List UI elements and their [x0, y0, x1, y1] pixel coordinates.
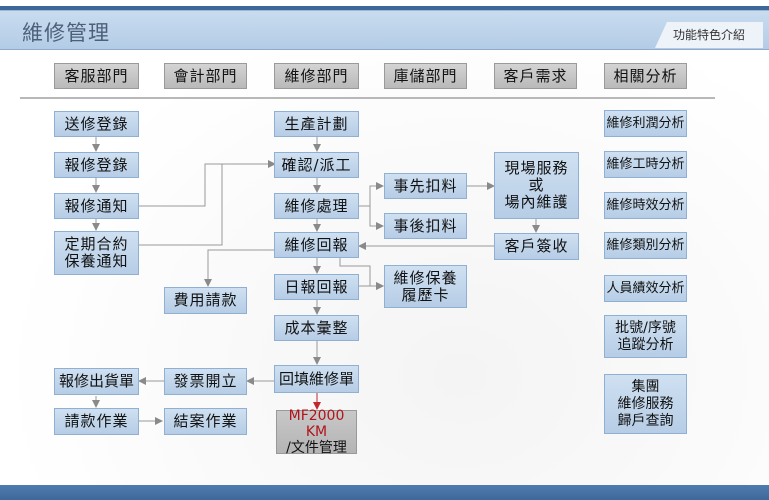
batch-line1: 批號/序號: [615, 319, 676, 336]
node-onsite-service[interactable]: 現場服務 或 場內維護: [494, 152, 579, 219]
arrow-report-to-expense: [204, 249, 275, 287]
bottom-bar: [0, 485, 769, 500]
batch-line2: 追蹤分析: [617, 336, 674, 353]
arrow-process-to-pre-deduct: [357, 182, 384, 207]
contract-notice-line1: 定期合約: [64, 235, 129, 253]
dept-maintenance[interactable]: 維修部門: [274, 63, 359, 89]
analysis-repair-timeliness[interactable]: 維修時效分析: [604, 192, 687, 219]
dept-customer-service[interactable]: 客服部門: [54, 63, 139, 89]
line-contract-to-dispatch: [137, 164, 223, 246]
header-divider: [20, 97, 715, 99]
arrow-notice-to-dispatch: [137, 160, 276, 207]
onsite-line3: 場內維護: [504, 193, 569, 211]
node-pre-deduct[interactable]: 事先扣料: [384, 173, 467, 199]
node-customer-sign[interactable]: 客戶簽收: [494, 233, 579, 260]
node-daily-report[interactable]: 日報回報: [274, 274, 359, 300]
title-bar: 維修管理 功能特色介紹: [0, 10, 769, 50]
dept-customer-needs[interactable]: 客戶需求: [494, 63, 577, 89]
analysis-group-service[interactable]: 集團 維修服務 歸戶查詢: [604, 374, 687, 434]
group-line1: 集團: [631, 378, 660, 395]
page-title: 維修管理: [22, 21, 110, 45]
analysis-repair-hours[interactable]: 維修工時分析: [604, 151, 687, 178]
node-km-document[interactable]: MF2000 KM /文件管理: [276, 408, 357, 456]
node-closing[interactable]: 結案作業: [164, 408, 247, 435]
analysis-repair-category[interactable]: 維修類別分析: [604, 232, 687, 259]
node-post-deduct[interactable]: 事後扣料: [384, 213, 467, 239]
km-line2: /文件管理: [286, 440, 347, 456]
top-accent-line: [0, 6, 769, 10]
dept-analysis[interactable]: 相關分析: [604, 63, 687, 89]
node-report-notice[interactable]: 報修通知: [54, 193, 139, 219]
analysis-batch-tracking[interactable]: 批號/序號 追蹤分析: [604, 315, 687, 358]
feature-intro-tab[interactable]: 功能特色介紹: [655, 22, 763, 48]
node-billing[interactable]: 請款作業: [54, 408, 139, 435]
node-expense-claim[interactable]: 費用請款: [164, 287, 247, 314]
history-line1: 維修保養: [393, 268, 458, 287]
onsite-line2: 或: [528, 176, 545, 194]
dept-accounting[interactable]: 會計部門: [164, 63, 247, 89]
node-cost-summary[interactable]: 成本彙整: [274, 315, 359, 341]
history-line2: 履歷卡: [401, 285, 450, 304]
dept-warehouse[interactable]: 庫儲部門: [384, 63, 467, 89]
onsite-line1: 現場服務: [504, 159, 569, 177]
node-production-plan[interactable]: 生產計劃: [274, 111, 359, 137]
node-report-register[interactable]: 報修登錄: [54, 152, 139, 178]
node-send-register[interactable]: 送修登錄: [54, 111, 139, 137]
node-repair-report[interactable]: 維修回報: [274, 232, 359, 258]
node-repair-process[interactable]: 維修處理: [274, 193, 359, 219]
analysis-repair-profit[interactable]: 維修利潤分析: [604, 110, 687, 137]
node-contract-notice[interactable]: 定期合約 保養通知: [54, 231, 139, 275]
node-maintenance-history[interactable]: 維修保養 履歷卡: [384, 265, 467, 308]
contract-notice-line2: 保養通知: [64, 252, 129, 270]
node-confirm-dispatch[interactable]: 確認/派工: [274, 152, 359, 178]
km-line1: MF2000 KM: [288, 408, 345, 440]
group-line2: 維修服務: [617, 395, 674, 412]
analysis-staff-performance[interactable]: 人員績效分析: [604, 275, 687, 302]
node-return-form[interactable]: 回填維修單: [274, 365, 359, 393]
arrow-process-to-post-deduct: [369, 206, 384, 230]
group-line3: 歸戶查詢: [617, 412, 674, 429]
node-shipment[interactable]: 報修出貨單: [54, 368, 139, 395]
node-invoice[interactable]: 發票開立: [164, 368, 247, 395]
